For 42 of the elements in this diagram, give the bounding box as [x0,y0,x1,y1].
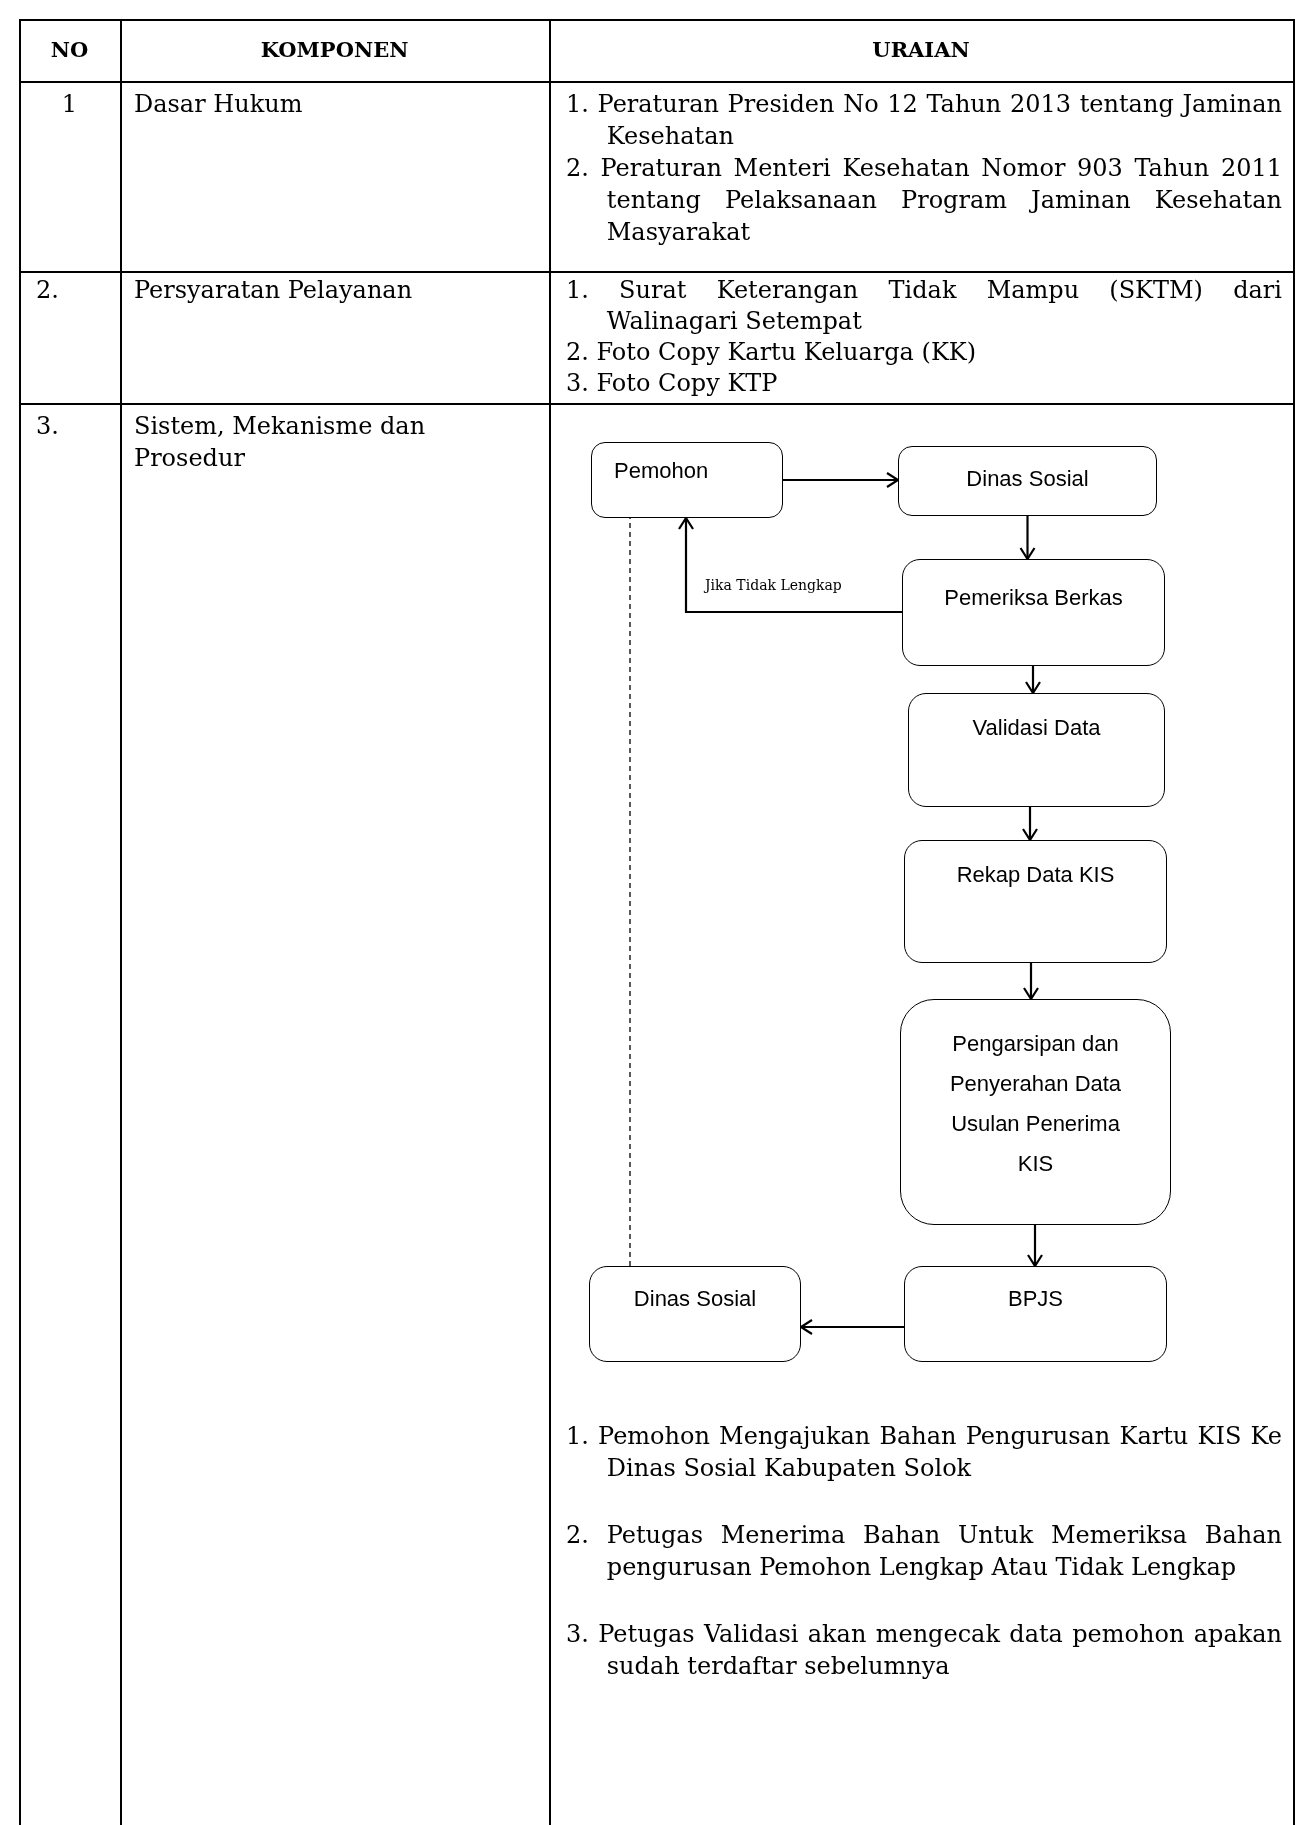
column-header: KOMPONEN [259,36,410,64]
box-label: Pengarsipan dan Penyerahan Data Usulan Penerima KIS [949,1031,1122,1176]
process-box [591,442,783,518]
box-label: Dinas Sosial [966,466,1089,491]
arrow [1022,963,1040,1001]
box-label: Dinas Sosial [633,1286,757,1311]
table-text: 3. Foto Copy KTP [566,368,779,399]
table-text: 1. Pemohon Mengajukan Bahan Pengurusan Kartu KIS Ke Dinas Sosial Kabupaten Solok [566,1421,1282,1484]
table-text: 1. Surat Keterangan Tidak Mampu (SKTM) dari Walinagari Setempat [566,275,1282,337]
box-label: Rekap Data KIS [956,862,1115,887]
table-text: 3. [36,411,60,442]
table-text: 1. Peraturan Presiden No 12 Tahun 2013 tentang Jaminan Kesehatan [566,89,1282,152]
edge-label: Jika Tidak Lengkap [703,577,844,593]
column-header: URAIAN [871,36,971,64]
table-text: 3. Petugas Validasi akan mengecak data pemohon apakan sudah terdaftar sebelumnya [566,1619,1282,1682]
process-box [904,1266,1167,1362]
table-text: Sistem, Mekanisme dan Prosedur [134,411,427,474]
box-label: Pemeriksa Berkas [944,585,1123,610]
box-label: Validasi Data [972,715,1101,740]
arrow [1024,666,1042,695]
column-header: NO [49,36,90,64]
arrow [799,1318,904,1336]
arrow [783,471,900,489]
arrow [1026,1225,1044,1268]
process-box [908,693,1165,807]
table-text: 1 [60,89,79,120]
table-text: Persyaratan Pelayanan [134,275,414,306]
process-box [900,999,1171,1225]
table-text: 2. [36,275,60,306]
process-box [902,559,1165,666]
arrow [1019,516,1036,561]
table-text: Dasar Hukum [134,89,304,120]
arrow [1021,807,1039,842]
process-box [904,840,1167,963]
table-text: 2. Peraturan Menteri Kesehatan Nomor 903 Tahun 2011 tentang Pelaksanaan Program Jaminan Kesehatan Masyarakat [566,153,1282,248]
process-box [898,446,1157,516]
arrow [677,516,902,614]
box-label: Pemohon [614,458,709,483]
process-box [589,1266,801,1362]
table-text: 2. Petugas Menerima Bahan Untuk Memeriksa Bahan pengurusan Pemohon Lengkap Atau Tidak Lengkap [566,1520,1282,1583]
box-label: BPJS [1008,1286,1063,1311]
table-text: 2. Foto Copy Kartu Keluarga (KK) [566,337,978,368]
